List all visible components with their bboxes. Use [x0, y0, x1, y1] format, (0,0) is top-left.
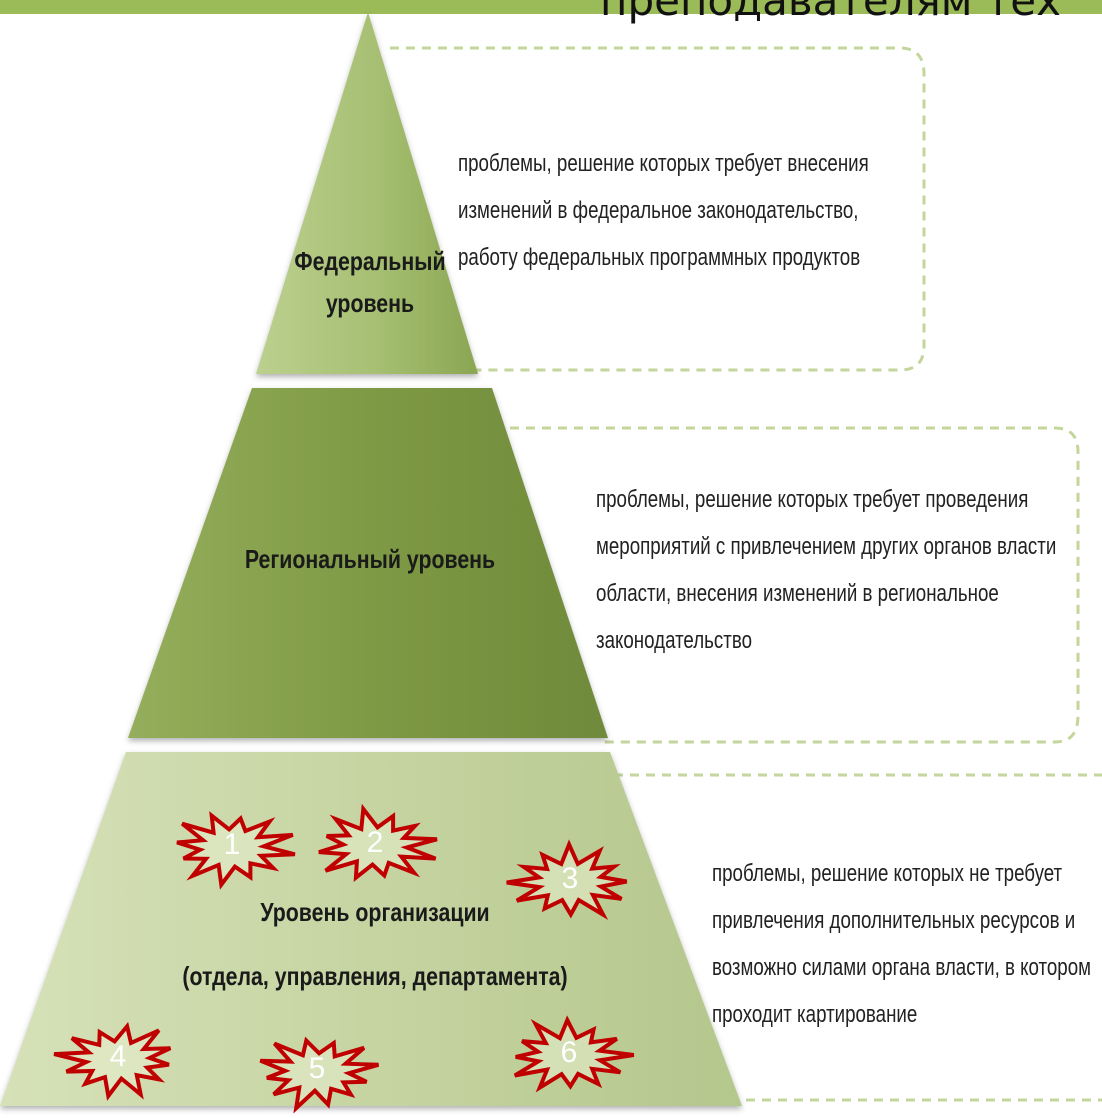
tier-label-line: Уровень организации	[260, 897, 490, 927]
explosion-star-icon	[513, 1015, 635, 1093]
marker-number-1: 1	[223, 828, 241, 861]
description-line: возможно силами органа власти, в котором	[712, 954, 1092, 981]
tier-label-regional: Региональный уровень	[222, 544, 517, 575]
explosion-star-icon	[176, 811, 296, 890]
tier-label-organization: Уровень организации (отдела, управления,…	[182, 880, 567, 1008]
tier-label-line: уровень	[325, 288, 415, 318]
top-accent-bar	[0, 0, 1102, 14]
page-header: преподавателям тех	[600, 0, 1061, 25]
marker-number-4: 4	[109, 1040, 127, 1073]
description-line: области, внесения изменений в региональн…	[596, 580, 999, 607]
description-organization: проблемы, решение которых не требует при…	[712, 850, 1091, 1038]
tier-label-line: (отдела, управления, департамента)	[182, 961, 568, 991]
description-line: проблемы, решение которых не требует	[712, 860, 1063, 887]
problem-markers	[53, 803, 635, 1114]
marker-number-2: 2	[366, 826, 384, 859]
explosion-star-icon	[259, 1036, 380, 1114]
description-line: мероприятий с привлечением других органо…	[596, 533, 1057, 560]
description-line: законодательство	[596, 627, 752, 654]
explosion-star-icon	[318, 803, 438, 883]
description-line: проблемы, решение которых требует провед…	[596, 486, 1029, 513]
description-line: проблемы, решение которых требует внесен…	[458, 150, 869, 177]
explosion-star-icon	[53, 1021, 172, 1101]
tier-label-federal: Федеральный уровень	[272, 240, 469, 324]
marker-number-6: 6	[560, 1036, 578, 1069]
tier-regional-shape	[128, 388, 608, 738]
description-line: проходит картирование	[712, 1001, 918, 1028]
marker-number-5: 5	[308, 1052, 326, 1085]
description-line: привлечения дополнительных ресурсов и	[712, 907, 1076, 934]
description-line: изменений в федеральное законодательство…	[458, 197, 859, 224]
callout-box-organization	[150, 773, 1102, 1102]
description-line: работу федеральных программных продуктов	[458, 244, 861, 271]
description-regional: проблемы, решение которых требует провед…	[596, 476, 1056, 664]
marker-number-3: 3	[561, 862, 579, 895]
tier-federal-shape	[256, 12, 478, 374]
description-federal: проблемы, решение которых требует внесен…	[458, 140, 869, 281]
explosion-star-icon	[506, 839, 628, 920]
callout-box-federal	[300, 46, 926, 372]
tier-label-line: Региональный уровень	[244, 544, 496, 574]
tier-label-line: Федеральный	[294, 246, 446, 276]
